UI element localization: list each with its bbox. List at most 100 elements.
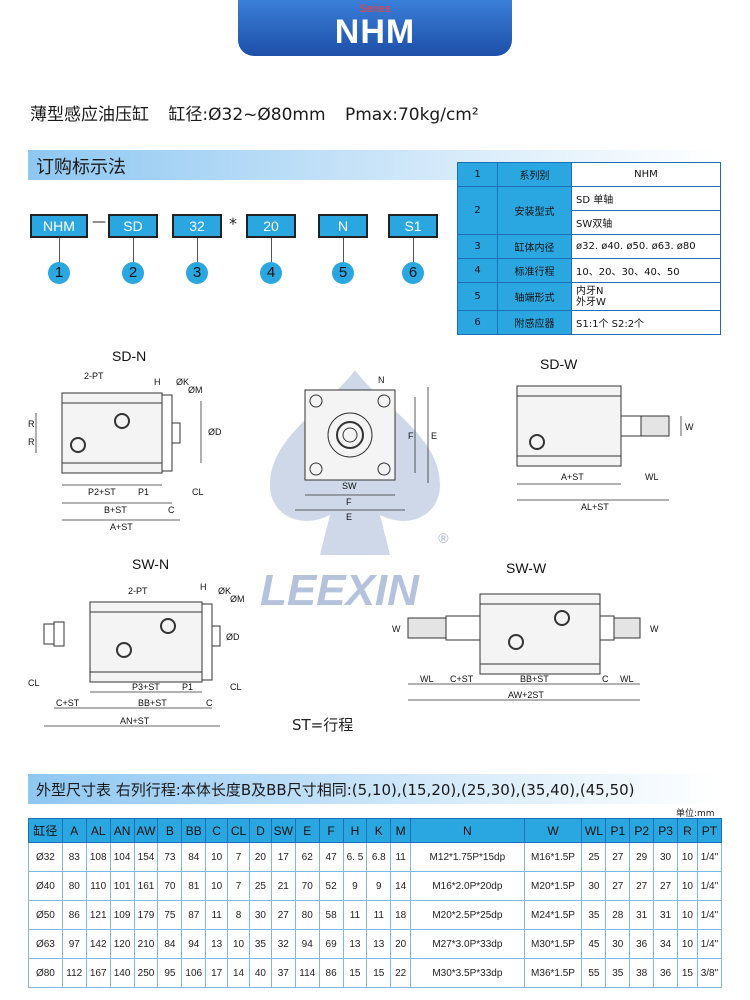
- sw-w-wl1: WL: [420, 674, 434, 684]
- sd-n-pt: 2-PT: [84, 371, 104, 381]
- dimension-header-cell: P2: [629, 818, 655, 843]
- sd-w-drawing: W A+ST WL AL+ST: [516, 385, 694, 512]
- dimension-cell: 95: [157, 958, 183, 988]
- sw-w-thread-left: [407, 617, 447, 639]
- dimension-header-cell: AL: [85, 818, 111, 843]
- dimension-cell: 25: [248, 871, 272, 901]
- dimension-cell: 1/4": [696, 929, 723, 959]
- front-ev: E: [431, 431, 437, 441]
- order-row: 2 安装型式 SD 单轴: [457, 186, 721, 235]
- sd-n-bst: B+ST: [104, 505, 127, 515]
- dimension-cell: M16*1.5P: [523, 842, 583, 872]
- logo-registered: ®: [438, 530, 449, 546]
- sw-w-drawing: W W WL C+ST BB+ST C WL AW+2ST: [392, 593, 659, 701]
- sw-n-c: C: [206, 698, 213, 708]
- sd-n-k: ØK: [176, 377, 189, 387]
- dimension-cell: 14: [227, 958, 250, 988]
- dimension-header-cell: N: [410, 818, 525, 843]
- order-value: SW双轴: [571, 210, 721, 235]
- sw-w-w2: W: [650, 624, 659, 634]
- dimension-section-title: 外型尺寸表 右列行程:本体长度B及BB尺寸相同:(5,10),(15,20),(…: [36, 781, 635, 799]
- dimension-cell: 27: [270, 900, 296, 930]
- code-number-5: 5: [332, 262, 354, 284]
- order-label: 缸体内径: [497, 234, 572, 259]
- dimension-header-cell: A: [61, 818, 87, 843]
- front-thread: [342, 427, 358, 443]
- front-bolt: [309, 462, 323, 476]
- code-part-bore: 32: [172, 214, 222, 238]
- order-code-table: 1 系列别 NHM 2 安装型式 SD 单轴 SW双轴 3 缸体内径 ø32. …: [457, 162, 721, 335]
- sw-n-title: SW-N: [132, 556, 170, 572]
- sw-n-endcap: [201, 603, 213, 681]
- dimension-header-cell: AN: [109, 818, 135, 843]
- dimension-cell: M30*1.5P: [523, 929, 583, 959]
- dimension-cell: 179: [133, 900, 159, 930]
- sd-n-port: [114, 413, 130, 429]
- dimension-cell: 31: [653, 900, 678, 930]
- dimension-cell: M27*3.0P*33dp: [410, 929, 525, 959]
- sd-n-port: [70, 437, 86, 453]
- dimension-cell: 29: [629, 842, 655, 872]
- sd-w-thread-rod: [640, 415, 670, 437]
- code-part-rod-end: N: [318, 214, 368, 238]
- dimension-cell: 104: [109, 842, 135, 872]
- dimension-cell: 108: [85, 842, 111, 872]
- dimension-header-cell: P1: [605, 818, 631, 843]
- dimension-cell: 52: [318, 871, 344, 901]
- dimension-cell: 86: [318, 958, 344, 988]
- sd-n-r1: R: [28, 419, 35, 429]
- dimension-cell: 35: [581, 900, 607, 930]
- dimension-cell: M16*2.0P*20dp: [410, 871, 525, 901]
- sw-n-cl1: CL: [28, 678, 40, 688]
- dimension-cell: 161: [133, 871, 159, 901]
- dimension-cell: 6. 5: [342, 842, 368, 872]
- dimension-cell: 25: [581, 842, 607, 872]
- series-banner: Series NHM: [238, 0, 512, 56]
- front-f: F: [346, 497, 352, 507]
- front-bore: [327, 412, 373, 458]
- dimension-cell: 210: [133, 929, 159, 959]
- code-part-sensor: S1: [388, 214, 438, 238]
- dimension-header-cell: PT: [696, 818, 723, 843]
- dimension-cell: 47: [318, 842, 344, 872]
- sw-n-drawing: 2-PT H ØK ØM ØD CL CL P3+ST P1 C+ST BB+S…: [28, 582, 245, 727]
- dimension-cell: 106: [181, 958, 207, 988]
- sw-n-pt: 2-PT: [128, 586, 148, 596]
- dimension-header-cell: BB: [181, 818, 207, 843]
- code-number-1: 1: [48, 262, 70, 284]
- sw-n-cl2: CL: [230, 682, 242, 692]
- sw-w-neck-left: [445, 615, 481, 641]
- code-number-2: 2: [122, 262, 144, 284]
- dimension-cell: 70: [157, 871, 183, 901]
- sd-n-cl: CL: [192, 487, 204, 497]
- dimension-cell: 10: [676, 900, 698, 930]
- sw-w-bbst: BB+ST: [520, 674, 549, 684]
- dimension-cell: 35: [605, 958, 631, 988]
- front-sw: SW: [342, 481, 357, 491]
- sw-n-bbst: BB+ST: [138, 698, 167, 708]
- sd-w-ast: A+ST: [561, 472, 584, 482]
- dimension-cell: 86: [61, 900, 87, 930]
- dimension-cell: 30: [605, 929, 631, 959]
- dimension-cell: 10: [205, 871, 229, 901]
- sd-w-body: [516, 385, 622, 467]
- order-row: 3 缸体内径 ø32. ø40. ø50. ø63. ø80: [457, 234, 721, 259]
- sw-n-m: ØM: [230, 594, 245, 604]
- sw-w-aw2st: AW+2ST: [508, 690, 544, 700]
- code-number-6: 6: [402, 262, 424, 284]
- sw-n-d: ØD: [226, 632, 240, 642]
- order-row: 1 系列别 NHM: [457, 162, 721, 187]
- dimension-cell: 15: [342, 958, 368, 988]
- unit-label: 单位:mm: [676, 809, 715, 819]
- sd-n-c: C: [168, 505, 175, 515]
- dimension-cell: 15: [676, 958, 698, 988]
- sw-w-neck-right: [599, 615, 615, 641]
- sd-n-body: [61, 392, 163, 474]
- model-title: NHM: [334, 13, 416, 51]
- order-label: 标准行程: [497, 258, 572, 283]
- dimension-cell: 11: [366, 900, 392, 930]
- dimension-cell: 6.8: [366, 842, 392, 872]
- sw-w-title: SW-W: [506, 560, 547, 576]
